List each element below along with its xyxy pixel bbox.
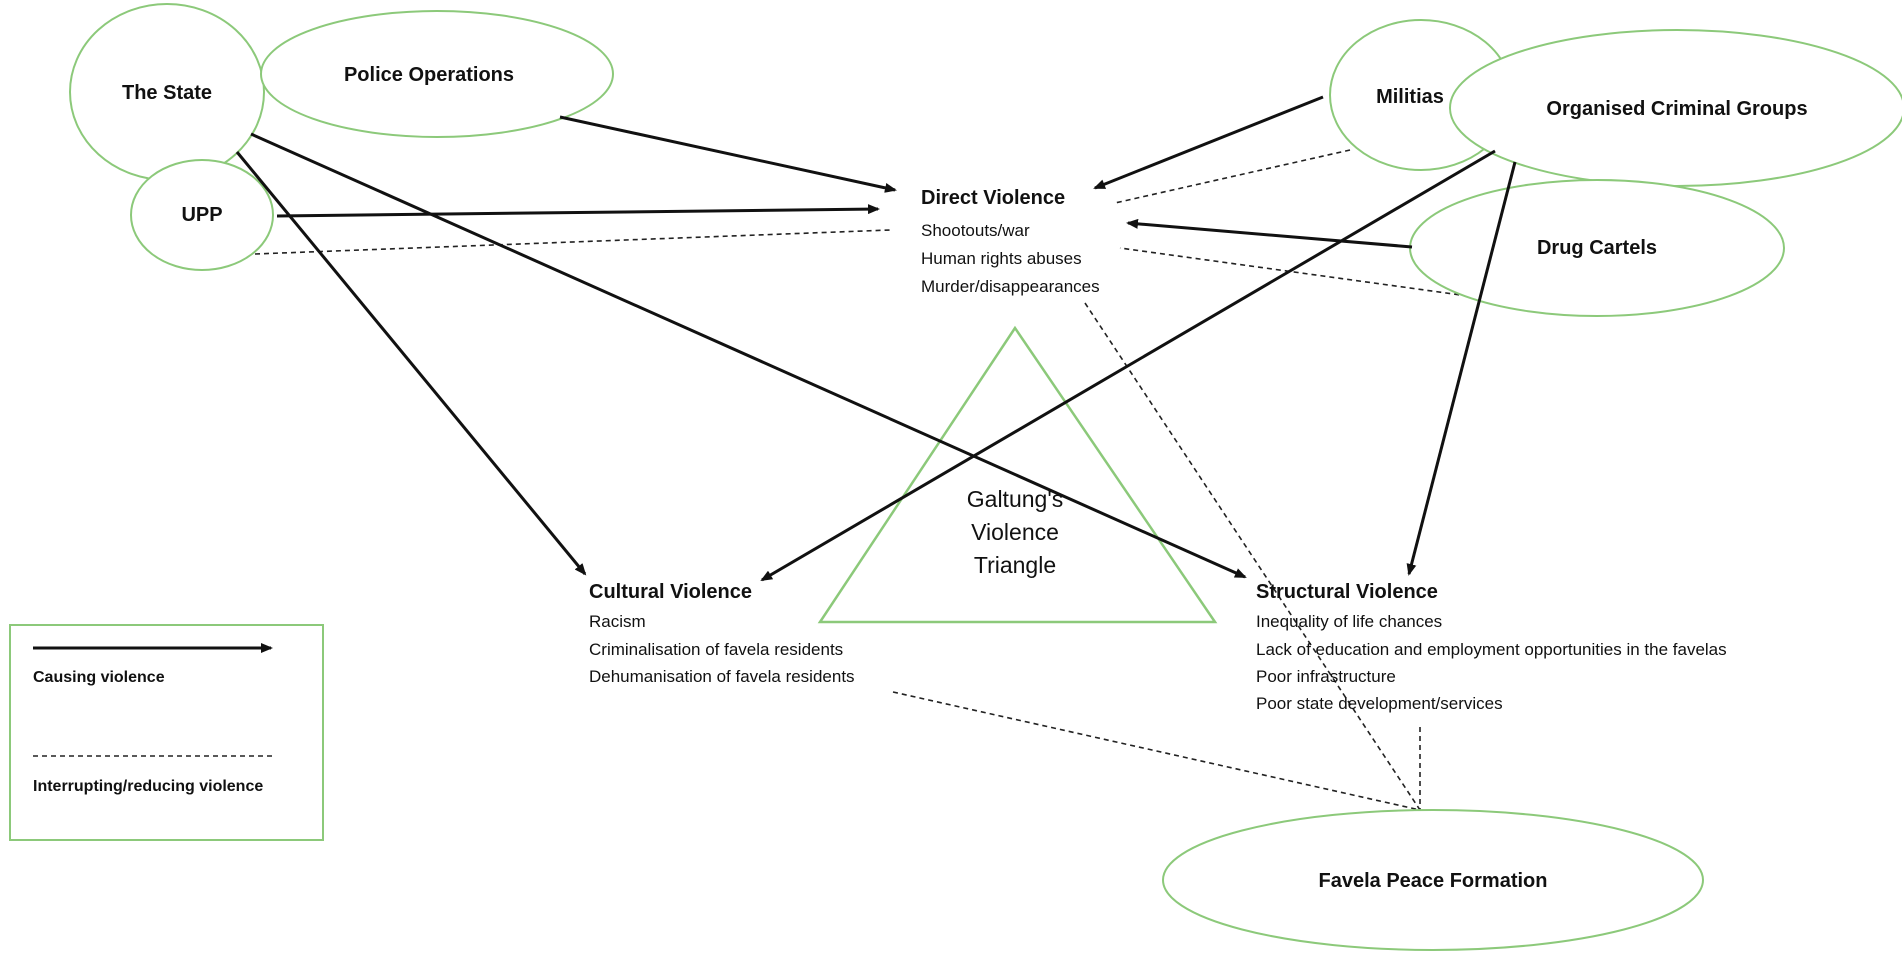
structural-violence-item: Inequality of life chances [1256,612,1442,631]
actor-labels: The State Police Operations UPP Militias… [122,64,1808,892]
dashed-cartels-direct [1119,247,1469,297]
police-operations-ellipse [260,10,614,138]
interrupting-lines [254,149,1469,811]
dashed-upp-direct [254,229,891,255]
cultural-violence-item: Dehumanisation of favela residents [589,667,855,686]
cultural-violence-block: Cultural Violence Racism Criminalisation… [589,581,855,686]
arrow-state-structural [250,132,1247,579]
actor-ellipses [69,3,1902,951]
structural-violence-title: Structural Violence [1256,581,1438,603]
dashed-militias-direct [1114,149,1351,204]
galtung-triangle: Galtung's Violence Triangle [817,325,1218,624]
arrow-cartels-direct [1126,218,1413,249]
structural-violence-block: Structural Violence Inequality of life c… [1256,581,1727,713]
police-operations-label: Police Operations [344,64,514,86]
structural-violence-item: Lack of education and employment opportu… [1256,640,1727,659]
triangle-label-line-3: Triangle [974,552,1056,578]
legend-box [9,624,324,841]
cultural-violence-title: Cultural Violence [589,581,752,603]
arrow-police-direct [559,115,897,193]
direct-violence-item: Shootouts/war [921,221,1030,240]
organised-criminal-groups-label: Organised Criminal Groups [1546,98,1807,120]
the-state-label: The State [122,82,212,104]
upp-ellipse [130,159,274,271]
drug-cartels-label: Drug Cartels [1537,237,1657,259]
arrow-state-cultural [235,151,587,576]
favela-peace-formation-ellipse [1162,809,1704,951]
cultural-violence-item: Criminalisation of favela residents [589,640,843,659]
favela-peace-formation-label: Favela Peace Formation [1319,870,1548,892]
causing-arrows [235,95,1517,582]
cultural-violence-item: Racism [589,612,646,631]
arrow-ocg-structural [1406,161,1517,576]
direct-violence-item: Murder/disappearances [921,277,1100,296]
triangle-label-line-2: Violence [971,519,1059,545]
dashed-direct-peace [1084,302,1421,811]
legend-interrupting-label: Interrupting/reducing violence [33,778,263,795]
arrow-militias-direct [1093,95,1324,190]
structural-violence-item: Poor state development/services [1256,694,1503,713]
direct-violence-item: Human rights abuses [921,249,1082,268]
arrow-ocg-cultural [760,149,1496,582]
arrow-upp-direct [276,204,880,218]
militias-label: Militias [1376,86,1444,108]
direct-violence-title: Direct Violence [921,187,1065,209]
legend-causing-label: Causing violence [33,669,165,686]
dashed-cultural-peace [892,691,1421,811]
legend: Causing violence Interrupting/reducing v… [9,624,324,841]
structural-violence-item: Poor infrastructure [1256,667,1396,686]
upp-label: UPP [181,204,222,226]
direct-violence-block: Direct Violence Shootouts/war Human righ… [921,187,1100,296]
triangle-shape [817,325,1218,624]
